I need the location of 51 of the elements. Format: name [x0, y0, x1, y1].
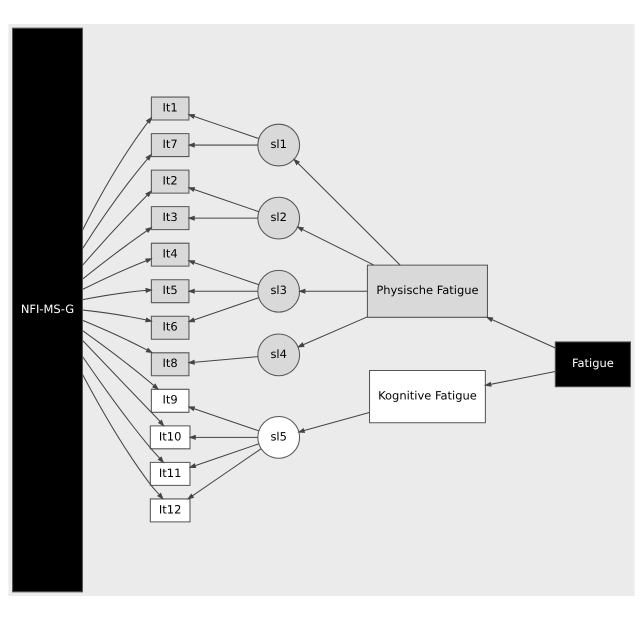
- arrow: [82, 356, 164, 464]
- arrow: [82, 340, 164, 426]
- node-circle: sl2: [257, 196, 300, 240]
- node-box: It8: [150, 352, 190, 376]
- arrow: [188, 296, 259, 322]
- arrow: [484, 370, 556, 386]
- node-box: NFI-MS-G: [12, 27, 83, 592]
- node-box: Kognitive Fatigue: [369, 370, 486, 423]
- arrow: [82, 374, 164, 500]
- node-box: It1: [150, 96, 190, 120]
- node-box: Physische Fatigue: [366, 264, 488, 318]
- arrow: [188, 406, 259, 431]
- arrow: [187, 142, 258, 148]
- arrow: [82, 116, 152, 230]
- node-circle: sl3: [257, 269, 300, 312]
- arrow: [486, 316, 556, 348]
- node-box: It11: [150, 461, 190, 486]
- arrow: [188, 434, 258, 440]
- node-box: It10: [150, 424, 190, 449]
- arrow: [82, 153, 152, 248]
- arrow: [187, 215, 258, 220]
- node-box: It7: [150, 132, 190, 157]
- arrow: [82, 190, 152, 266]
- arrow: [82, 309, 153, 322]
- node-circle: sl5: [257, 415, 300, 458]
- arrow: [82, 258, 153, 290]
- arrow: [296, 316, 368, 347]
- arrow: [188, 260, 259, 285]
- arrow: [296, 226, 374, 266]
- node-box: It3: [150, 206, 190, 230]
- arrow: [82, 330, 160, 390]
- arrow: [82, 226, 153, 279]
- arrow: [187, 288, 258, 294]
- arrow: [82, 287, 153, 300]
- arrow: [188, 114, 259, 139]
- node-circle: sl4: [257, 332, 300, 376]
- arrow: [82, 319, 154, 353]
- arrow: [186, 448, 262, 500]
- node-box: Fatigue: [554, 340, 631, 387]
- node-box: It12: [150, 498, 190, 522]
- node-box: It4: [150, 242, 190, 266]
- arrow: [297, 411, 370, 432]
- arrow: [293, 158, 401, 265]
- node-box: It6: [150, 315, 190, 340]
- node-box: It5: [150, 278, 190, 303]
- arrow: [187, 356, 258, 364]
- node-box: It2: [150, 169, 190, 194]
- arrow: [298, 288, 368, 294]
- node-box: It9: [150, 388, 190, 412]
- arrow: [188, 186, 259, 212]
- arrow: [188, 442, 259, 468]
